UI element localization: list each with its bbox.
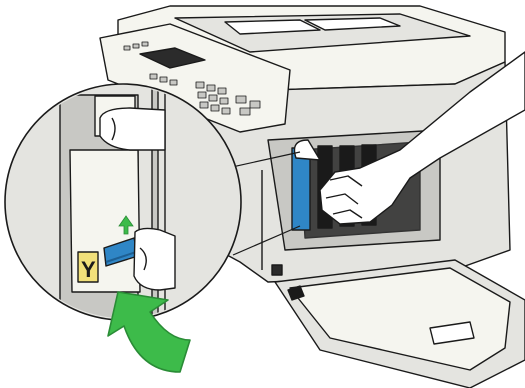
finger-lower	[134, 228, 175, 290]
callout-letter: Y	[81, 257, 96, 282]
finger-upper	[100, 108, 165, 150]
